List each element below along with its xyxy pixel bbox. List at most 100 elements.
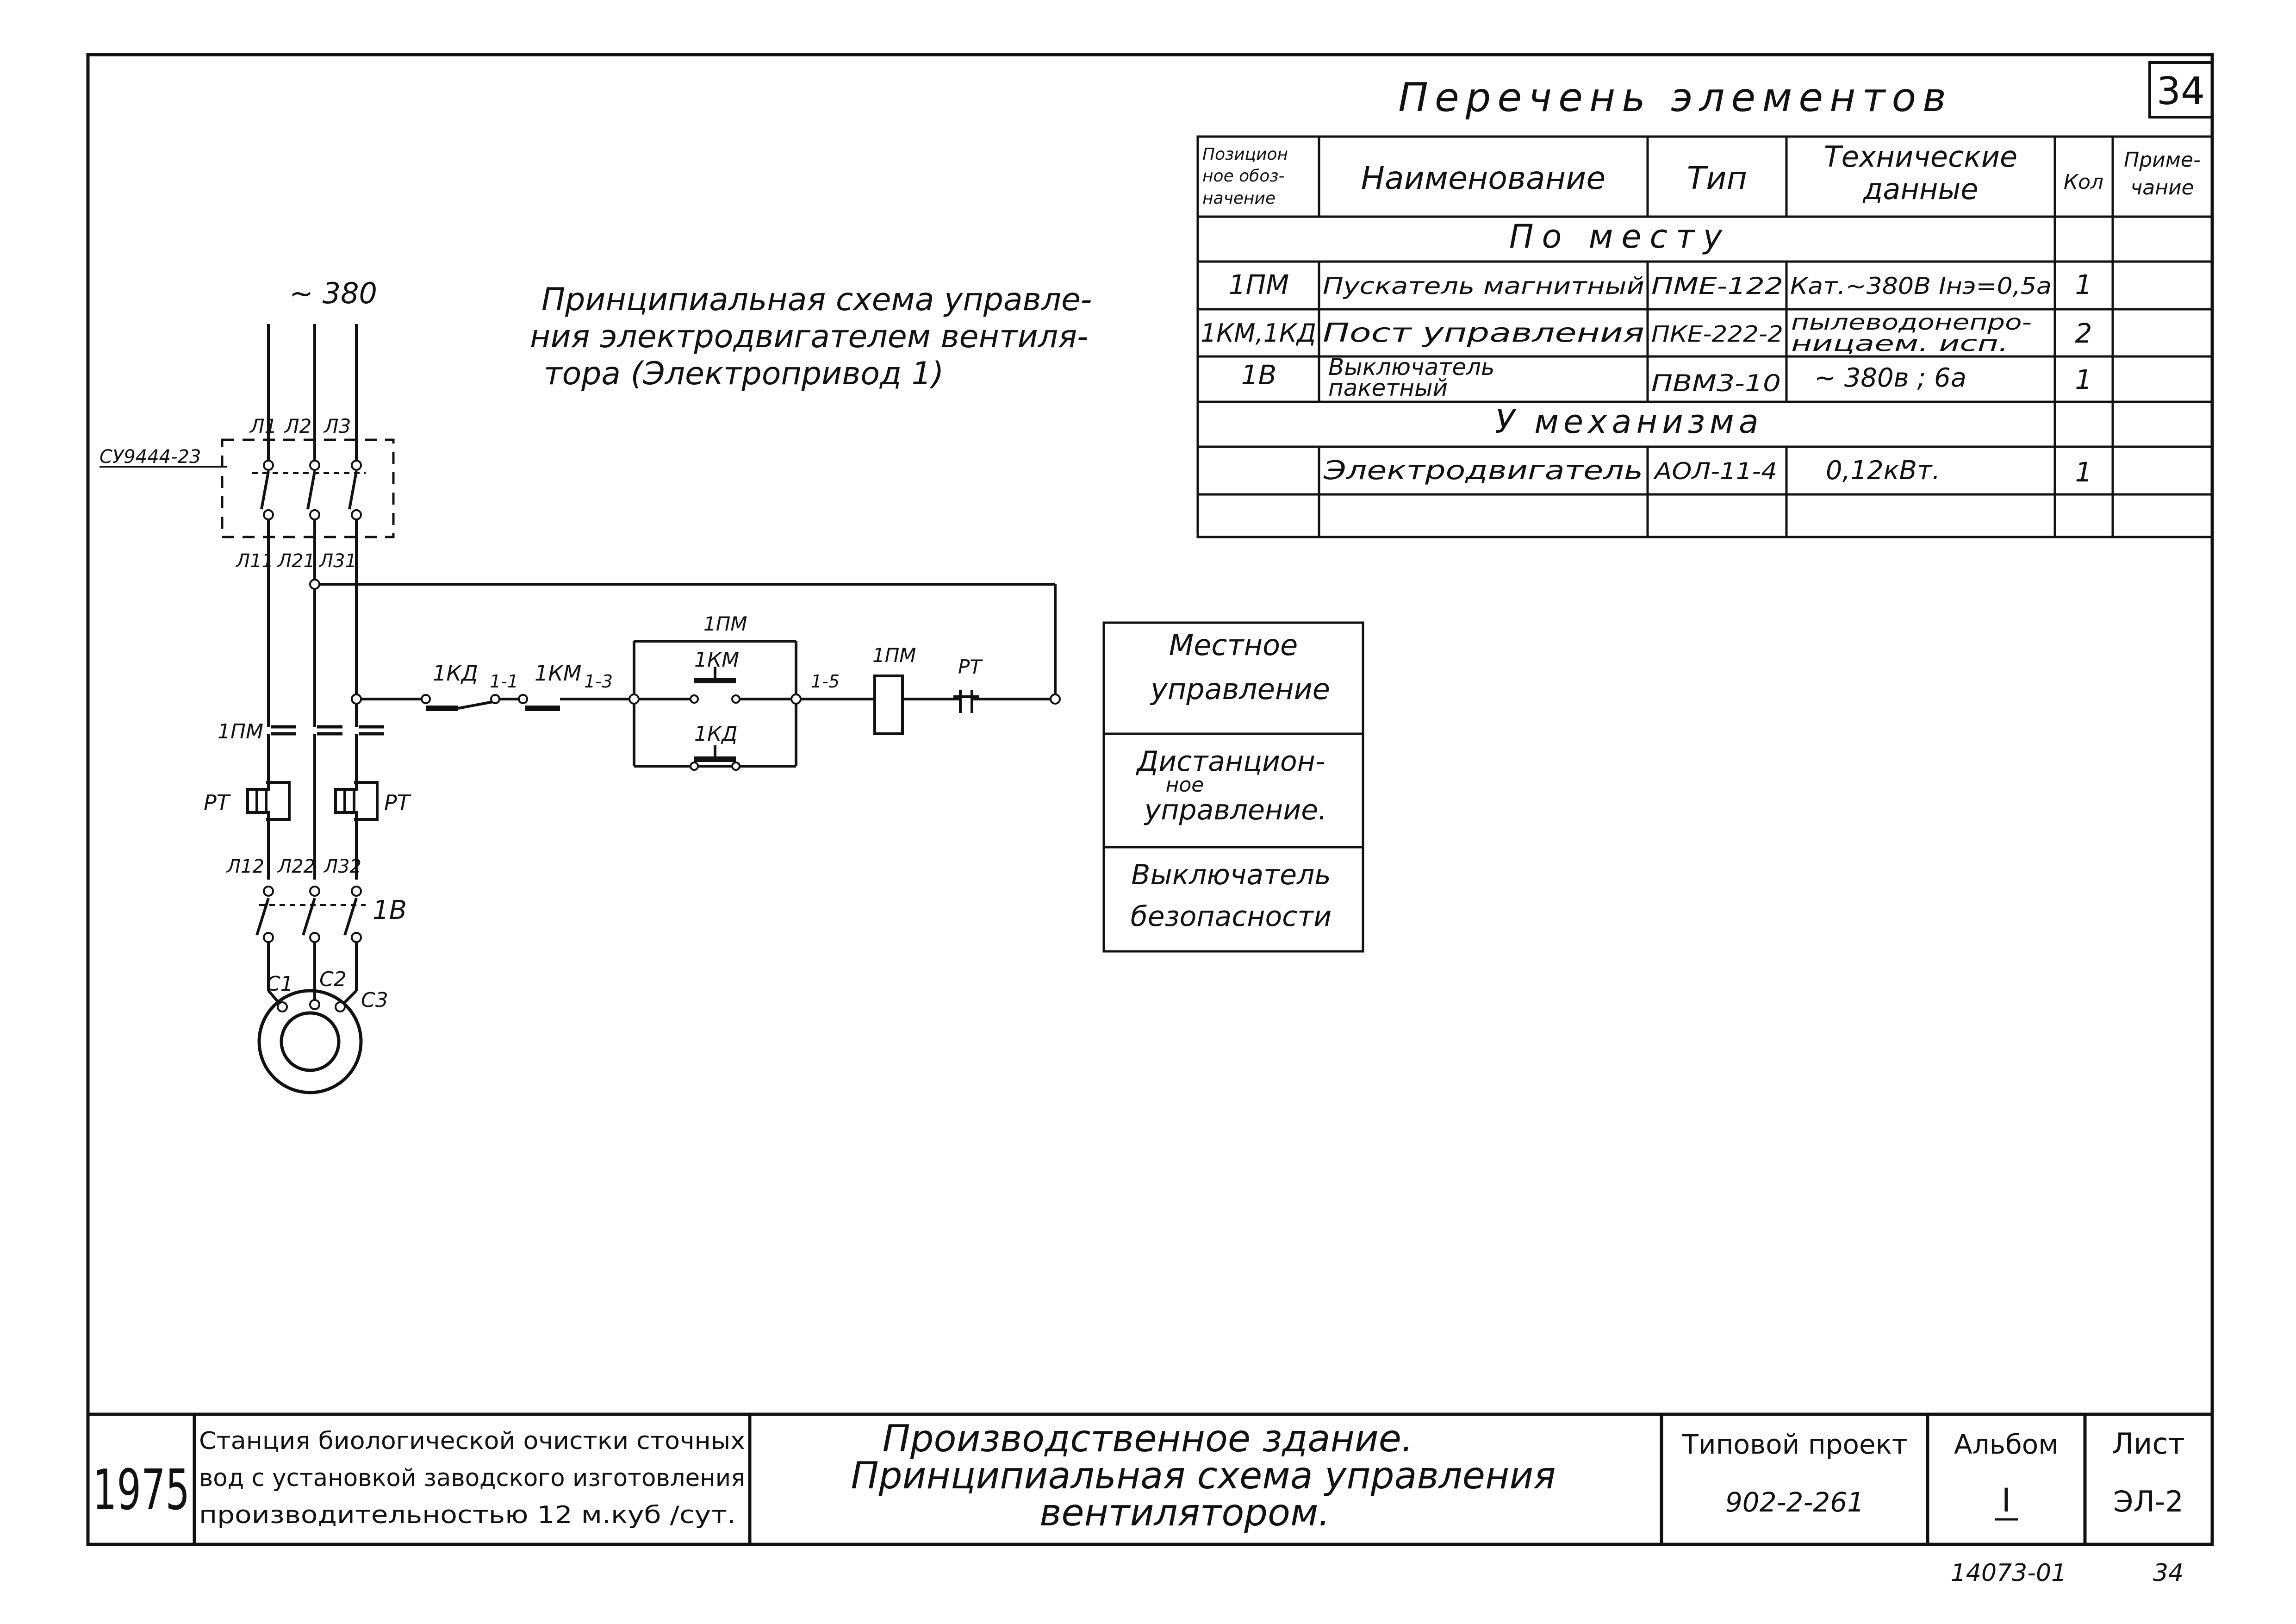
ctrl-node-1-1: 1-1 [490,671,518,692]
title-desc-line1: Производственное здание. [883,1417,1413,1460]
supply-voltage: ~ 380 [289,276,377,310]
header-note-line1: Приме- [2124,148,2201,172]
row-type: ПКЕ-222-2 [1651,321,1783,347]
row-tech: 0,12кВт. [1826,456,1940,486]
terminal-l11: Л11 [235,550,274,572]
legend-local-line1: Местное [1169,628,1298,662]
row-name: Пост управления [1323,318,1644,348]
legend-safety-line1: Выключатель [1131,859,1331,891]
row-position: 1ПМ [1229,269,1289,300]
terminal-l32: Л32 [323,856,361,877]
control-legend [1102,621,1364,953]
switch-label: 1В [373,895,407,925]
terminal-l21: Л21 [277,550,315,572]
header-position-line2: ное обоз- [1202,167,1285,186]
spec-row-1km-1kd: 1КМ,1КД Пост управления ПКЕ-222-2 пылево… [1201,310,2092,356]
ctrl-node-1-3: 1-3 [584,671,613,692]
row-type: ПВМ3-10 [1651,370,1781,397]
row-name-line1: Выключатель [1328,354,1495,381]
title-desc-line2: Принципиальная схема управления [851,1454,1556,1497]
spec-row-1v: 1В Выключатель пакетный ПВМ3-10 ~ 380в ;… [1241,354,2092,401]
ctrl-label-rt: РТ [958,656,983,678]
schematic-caption: Принципиальная схема управле- ния электр… [530,281,1092,392]
bottom-page: 34 [2153,1559,2184,1587]
legend-remote-line1: Дистанцион- [1135,745,1325,778]
ctrl-label-1km-top: 1КМ [694,648,739,672]
album-number: I [2002,1481,2011,1519]
ctrl-label-1km: 1КМ [535,661,582,686]
row-qty: 1 [2075,269,2092,300]
terminal-l31: Л31 [318,550,357,572]
bottom-code: 14073-01 [1951,1559,2066,1587]
row-tech-line1: пылеводонепро- [1791,310,2032,335]
header-tech-line2: данные [1862,172,1978,206]
spec-row-1pm: 1ПМ Пускатель магнитный ПМЕ-122 Кат.~380… [1229,269,2092,300]
title-org-line2: вод с установкой заводского изготовления [199,1464,745,1492]
sheet-frame [86,53,2214,1546]
motor-terminal-c2: С2 [319,968,347,991]
row-name-line2: пакетный [1328,375,1448,401]
motor-terminal-c1: С1 [266,972,293,996]
header-note-line2: чание [2130,176,2194,200]
album-label: Альбом [1954,1429,2059,1460]
title-org-line1: Станция биологической очистки сточных [199,1427,745,1455]
header-position-line1: Позицион [1202,145,1288,164]
terminal-l12: Л12 [226,856,264,877]
spec-row-motor: Электродвигатель АОЛ-11-4 0,12кВт. 1 [1323,456,2092,488]
motor-terminal-c3: С3 [361,988,388,1012]
spec-table-header: Позицион ное обоз- начение Наименование … [1202,140,2201,208]
row-position: 1КМ,1КД [1201,319,1316,348]
sheet-number: ЭЛ-2 [2113,1485,2184,1518]
title-desc-line3: вентилятором. [1039,1491,1330,1534]
title-org-line3: производительностью 12 м.куб /сут. [199,1501,736,1529]
row-tech: Кат.~380В Iнэ=0,5а [1790,273,2052,300]
terminal-l2: Л2 [284,415,311,437]
project-label: Типовой проект [1681,1429,1907,1460]
legend-safety-line2: безопасности [1131,900,1332,933]
spec-table-title: Перечень элементов [1398,75,1953,121]
row-qty: 1 [2075,364,2092,395]
row-position: 1В [1241,359,1277,391]
header-position-line3: начение [1202,189,1276,208]
row-name: Электродвигатель [1323,456,1643,486]
header-name: Наименование [1361,160,1605,197]
corner-number: 34 [2157,69,2205,113]
contactor-label: 1ПМ [218,720,263,743]
section-mechanism: У механизма [1495,403,1763,441]
project-number: 902-2-261 [1725,1487,1864,1518]
relay-label-right: РТ [384,790,412,815]
caption-line1: Принципиальная схема управле- [541,281,1092,318]
ctrl-label-1pm-coil: 1ПМ [872,644,916,667]
header-type: Тип [1687,160,1747,197]
header-tech-line1: Технические [1824,140,2017,174]
power-circuit [221,324,395,1008]
title-block-grid [88,1412,2212,1544]
terminal-l1: Л1 [249,415,277,437]
row-qty: 2 [2075,318,2092,349]
row-name: Пускатель магнитный [1323,273,1644,300]
title-year: 1975 [93,1458,190,1523]
terminal-l22: Л22 [277,856,315,877]
ctrl-label-1kd-bottom: 1КД [694,722,738,746]
header-qty: Кол [2064,170,2103,194]
ctrl-node-1-5: 1-5 [811,671,840,692]
relay-label-left: РТ [204,790,231,815]
spec-table-grid [1196,135,2214,538]
power-terminals [263,460,362,1012]
row-tech-line2: ницаем. исп. [1791,331,2009,356]
legend-remote-line3: управление. [1144,794,1327,826]
panel-label: СУ9444-23 [100,446,201,468]
section-local: По месту [1509,218,1730,256]
ctrl-label-1kd: 1КД [433,661,478,686]
legend-local-line2: управление [1150,672,1330,706]
terminal-l3: Л3 [323,415,351,437]
sheet-label: Лист [2112,1427,2184,1461]
row-type: АОЛ-11-4 [1653,458,1777,485]
row-type: ПМЕ-122 [1651,273,1783,300]
motor-symbol [257,989,363,1094]
legend-remote-line2: ное [1166,773,1204,797]
control-nodes [309,579,1061,771]
row-qty: 1 [2075,456,2092,488]
caption-line2: ния электродвигателем вентиля- [530,319,1089,355]
